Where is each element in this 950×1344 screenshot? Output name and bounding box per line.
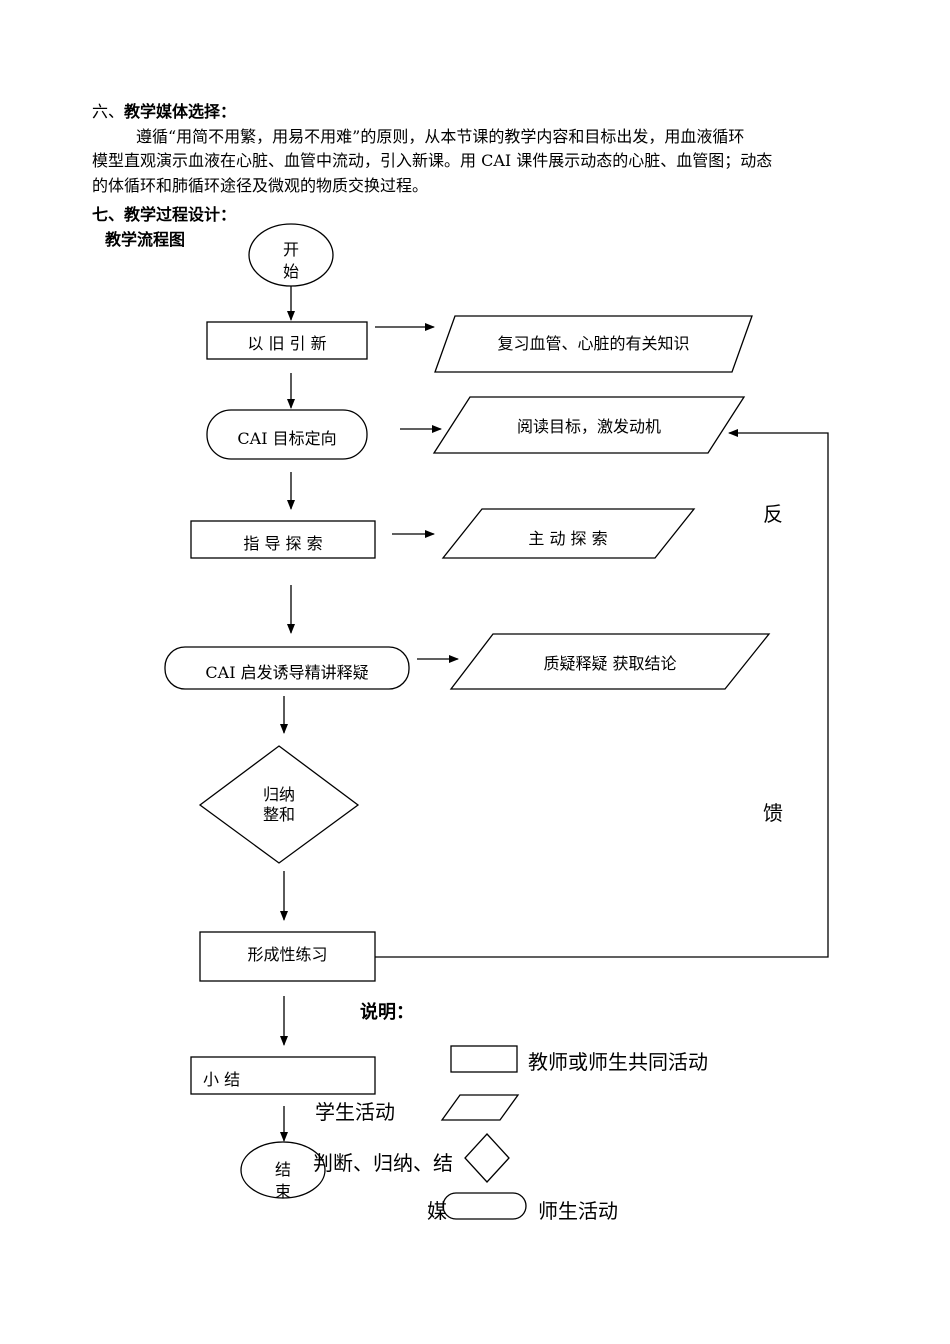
start-label-line1: 开 bbox=[282, 240, 299, 259]
section6-paragraph-line1: 遵循“用简不用繁，用易不用难”的原则，从本节课的教学内容和目标出发，用血液循环 bbox=[136, 127, 745, 146]
legend-rect-shape bbox=[450, 1045, 518, 1073]
step2-student-label: 阅读目标，激发动机 bbox=[516, 417, 661, 436]
section6-paragraph-line2: 模型直观演示血液在心脏、血管中流动，引入新课。用 CAI 课件展示动态的心脏、血… bbox=[92, 151, 773, 170]
feedback-label-2: 馈 bbox=[763, 801, 783, 825]
step6-box bbox=[190, 1056, 376, 1095]
legend-parallelogram-label: 学生活动 bbox=[315, 1100, 395, 1124]
step4-student-label: 质疑释疑 获取结论 bbox=[543, 654, 677, 673]
decision-diamond bbox=[198, 745, 360, 864]
legend-title: 说明： bbox=[360, 1002, 414, 1023]
end-terminal bbox=[240, 1141, 326, 1199]
step3-student-shape bbox=[441, 508, 696, 559]
step1-box bbox=[206, 321, 368, 360]
section6-heading: 六、教学媒体选择： bbox=[92, 101, 236, 122]
start-label-line2: 始 bbox=[282, 262, 299, 281]
step3-box bbox=[190, 520, 376, 559]
step4-box bbox=[164, 646, 410, 690]
feedback-label-1: 反 bbox=[763, 502, 783, 526]
section6-title: 教学媒体选择： bbox=[124, 102, 237, 121]
step3-label: 指 导 探 索 bbox=[243, 534, 323, 553]
step1-student-label: 复习血管、心脏的有关知识 bbox=[497, 334, 690, 353]
decision-label-line2: 整和 bbox=[262, 805, 295, 824]
end-label-line1: 结 bbox=[274, 1160, 291, 1179]
step1-student-shape bbox=[434, 315, 753, 373]
step3-student-label: 主 动 探 索 bbox=[528, 529, 608, 548]
flowchart-title: 教学流程图 bbox=[105, 230, 186, 249]
step4-student-shape bbox=[449, 633, 771, 690]
step5-label: 形成性练习 bbox=[247, 945, 328, 964]
decision-label-line1: 归纳 bbox=[262, 785, 295, 804]
end-label-line2: 束 bbox=[274, 1182, 291, 1201]
step4-label: CAI 启发诱导精讲释疑 bbox=[205, 663, 369, 682]
section6-number: 六、 bbox=[92, 102, 125, 121]
legend-rounded-prefix: 媒 bbox=[427, 1199, 447, 1223]
section7-title: 七、教学过程设计： bbox=[92, 205, 237, 224]
legend-diamond-label: 判断、归纳、结 bbox=[313, 1151, 453, 1175]
step1-label: 以 旧 引 新 bbox=[247, 334, 327, 353]
legend-rect-label: 教师或师生共同活动 bbox=[528, 1050, 708, 1074]
feedback-line bbox=[375, 429, 829, 958]
legend-rounded-label: 师生活动 bbox=[538, 1199, 618, 1223]
step2-label: CAI 目标定向 bbox=[237, 429, 337, 448]
legend-parallelogram-shape bbox=[440, 1094, 520, 1121]
legend-rounded-shape bbox=[442, 1192, 527, 1220]
step2-student-shape bbox=[432, 396, 746, 454]
step6-label: 小 结 bbox=[203, 1070, 241, 1089]
section6-paragraph-line3: 的体循环和肺循环途径及微观的物质交换过程。 bbox=[92, 176, 429, 195]
step2-box bbox=[206, 409, 368, 460]
legend-diamond-shape bbox=[464, 1133, 510, 1183]
